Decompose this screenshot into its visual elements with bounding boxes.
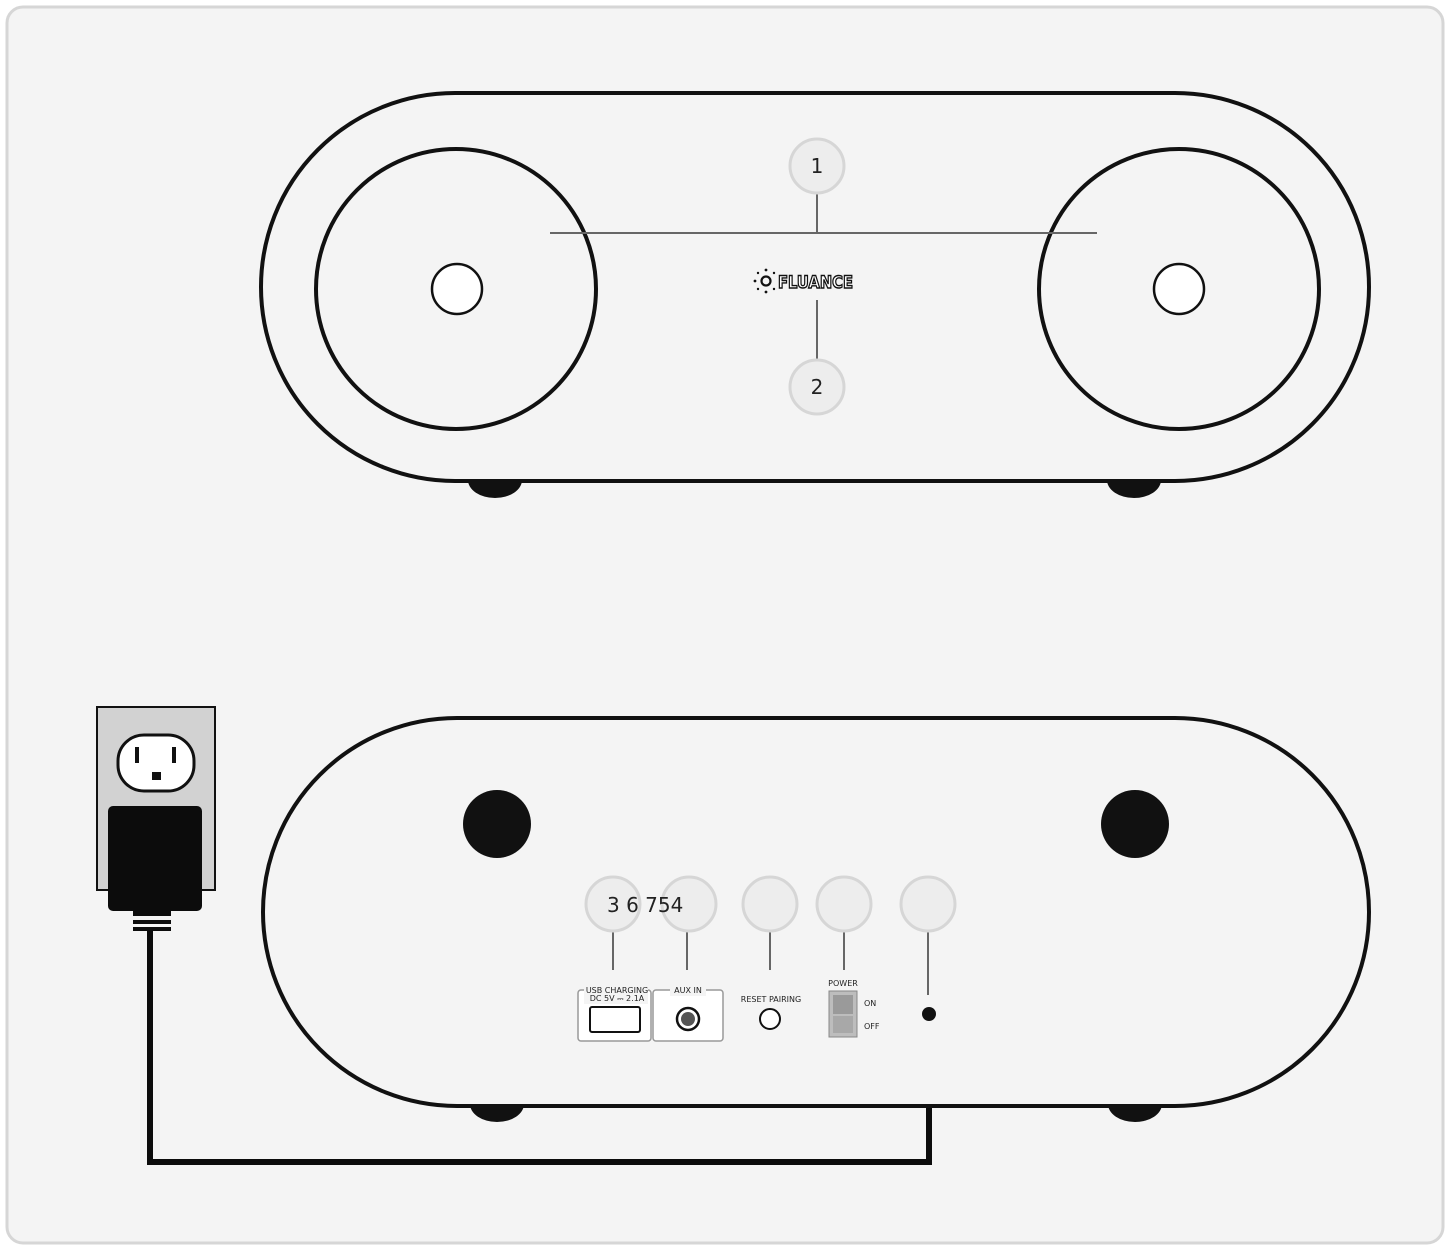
- fluance-logo: FLUANCE: [753, 268, 854, 294]
- usb-label-bg: [584, 986, 648, 1004]
- outlet-slot-left: [135, 747, 139, 763]
- rear-view: 3 6 754 USB CHARGING DC 5V ⎓ 2.1A AUX IN…: [261, 716, 1371, 1122]
- rear-foot-right: [1108, 1104, 1162, 1122]
- front-driver-right-cap: [1152, 262, 1206, 316]
- power-plug: [108, 806, 202, 931]
- outlet-receptacle: [116, 733, 196, 793]
- rear-foot-left: [470, 1104, 524, 1122]
- power-on-label: ON: [864, 999, 876, 1008]
- plug-strain-relief-3: [133, 927, 171, 931]
- rear-callout-numbers: 3 6 754: [607, 893, 683, 917]
- front-view: 1 2 FLUANCE: [259, 91, 1371, 498]
- callout-bubble-a: [584, 875, 642, 933]
- plug-strain-relief-2: [133, 920, 171, 924]
- callout-bubble-e: [899, 875, 957, 933]
- callout-bubble-d: [815, 875, 873, 933]
- callout-bubble-b: [660, 875, 718, 933]
- front-speaker-body: [259, 91, 1371, 483]
- logo-sunburst-icon: [753, 268, 776, 294]
- aux-in-port: AUX IN: [652, 986, 724, 1042]
- callout-1: 1: [788, 137, 846, 195]
- aux-jack-center: [681, 1012, 695, 1026]
- logo-text: FLUANCE: [778, 273, 853, 293]
- reset-button-hole: [759, 1008, 781, 1030]
- power-switch-off-half: [833, 1016, 853, 1033]
- plug-strain-relief-1: [133, 911, 171, 916]
- power-switch-rocker: [833, 995, 853, 1014]
- rear-speaker-body: [261, 716, 1371, 1108]
- power-switch: POWER ON OFF: [828, 979, 880, 1038]
- bass-port-right: [1101, 790, 1169, 858]
- power-off-label: OFF: [864, 1022, 880, 1031]
- outlet-ground-hole: [152, 772, 161, 780]
- outlet-slot-right: [172, 747, 176, 763]
- usb-label-line2: DC 5V ⎓ 2.1A: [590, 994, 645, 1003]
- callout-bubble-c: [741, 875, 799, 933]
- callout-2-number: 2: [811, 375, 824, 399]
- usb-label-line1: USB CHARGING: [586, 986, 648, 995]
- front-driver-left: [314, 147, 598, 431]
- usb-socket: [589, 1006, 641, 1033]
- front-driver-right: [1037, 147, 1321, 431]
- aux-label-bg: [670, 986, 706, 996]
- dc-power-input: [922, 1007, 936, 1021]
- reset-label: RESET PAIRING: [741, 995, 801, 1004]
- front-foot-left: [468, 480, 522, 498]
- callout-1-number: 1: [811, 154, 824, 178]
- front-driver-left-cap: [430, 262, 484, 316]
- front-foot-right: [1107, 480, 1161, 498]
- bass-port-left: [463, 790, 531, 858]
- aux-label: AUX IN: [674, 986, 702, 995]
- callout-2: 2: [788, 358, 846, 416]
- reset-pairing: RESET PAIRING: [741, 995, 801, 1030]
- plug-body: [108, 806, 202, 911]
- power-label: POWER: [828, 979, 858, 988]
- usb-charging-port: USB CHARGING DC 5V ⎓ 2.1A: [577, 986, 652, 1042]
